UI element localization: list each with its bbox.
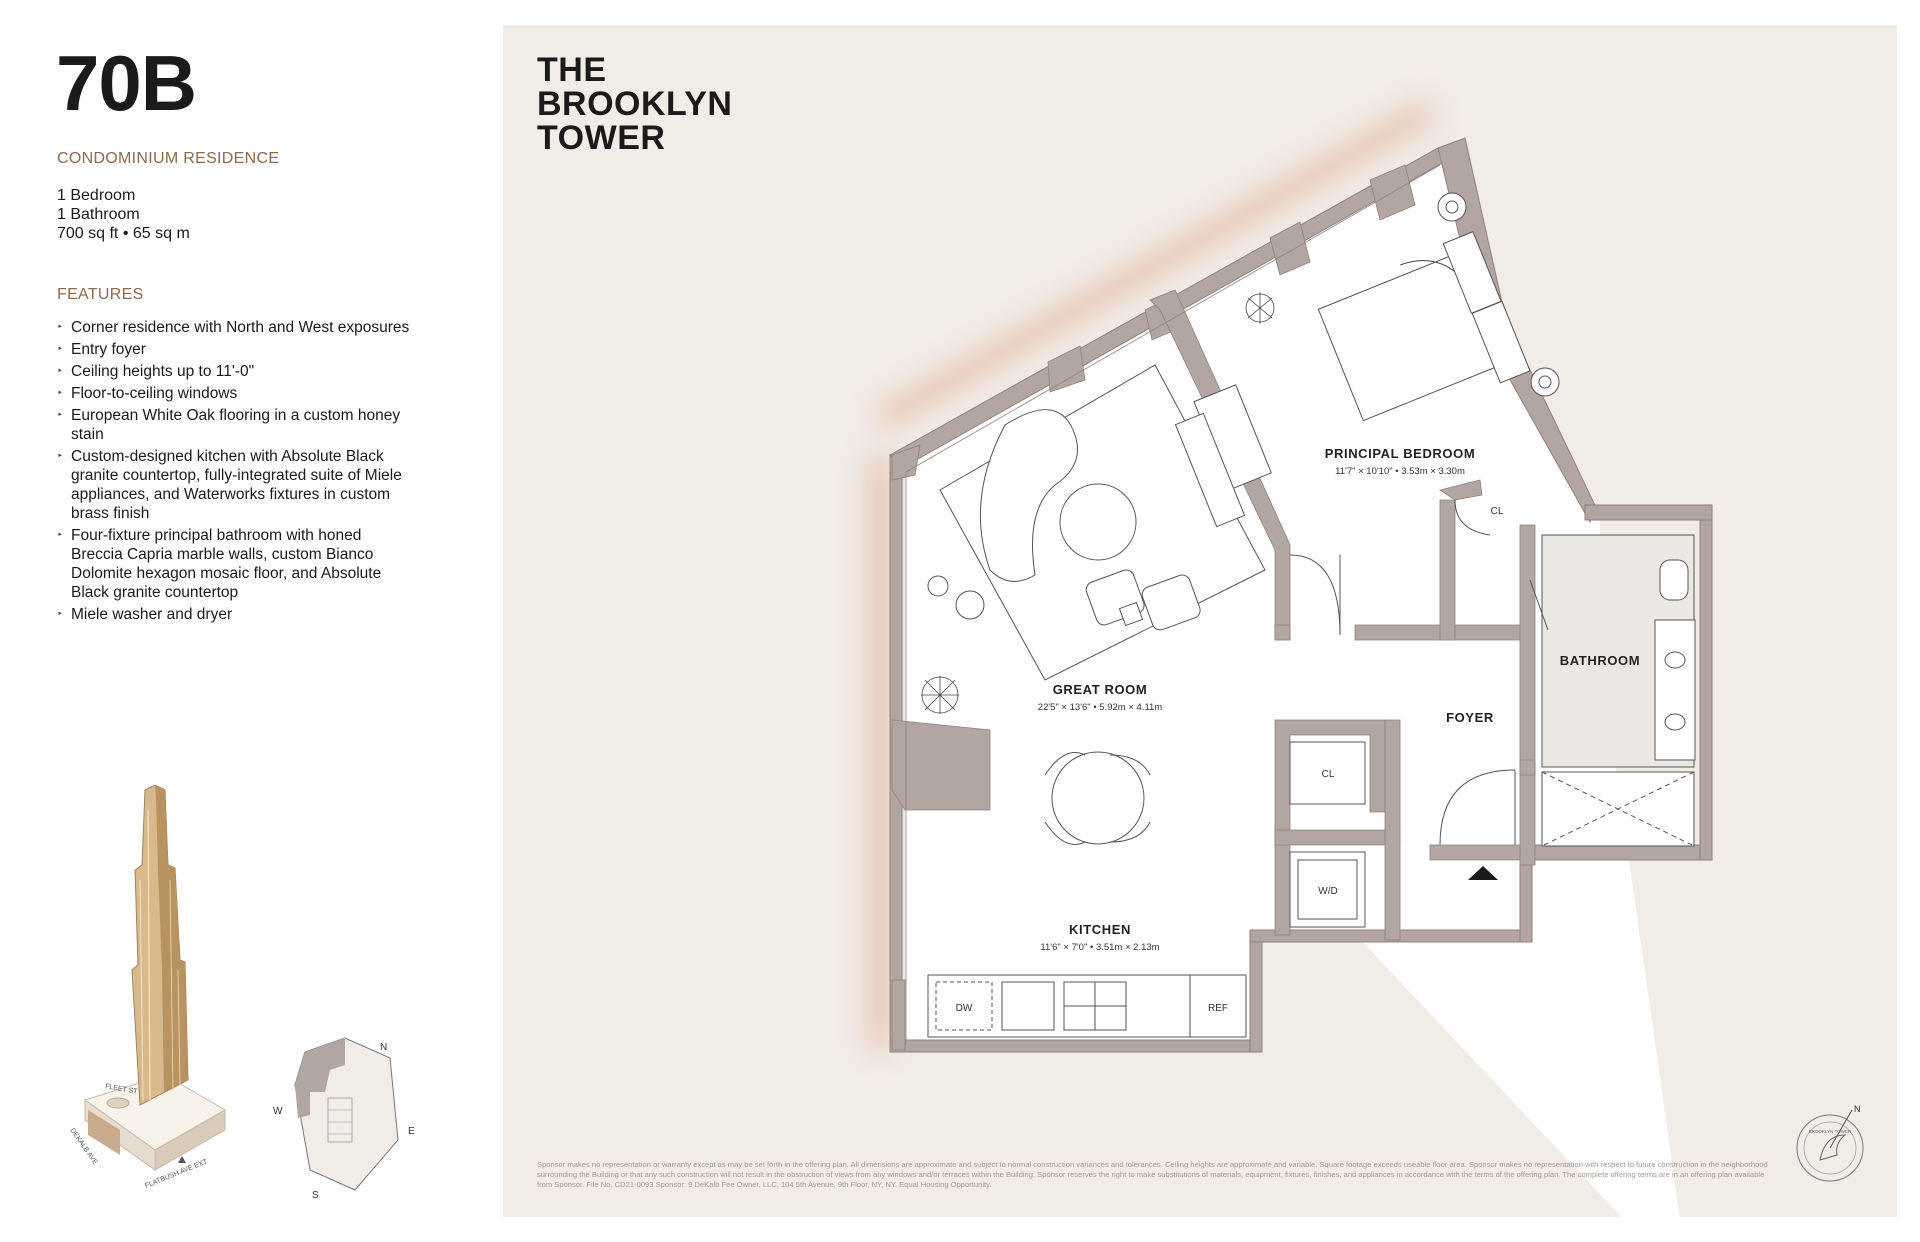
legal-disclaimer: Sponsor makes no representation or warra… [537,1160,1768,1189]
great-room-label: GREAT ROOM [1053,682,1148,697]
bedroom-closet-label: CL [1491,506,1504,517]
bathroom-fixtures [1529,534,1696,847]
feature-item: ‣Ceiling heights up to 11'-0" [57,363,255,380]
bathroom-label: BATHROOM [1560,653,1640,668]
washer-dryer-label: W/D [1318,886,1337,897]
brand-logo: THE BROOKLYN TOWER [537,51,733,157]
great-room-furniture [927,364,1266,681]
key-plan-unit-highlight [295,1038,345,1118]
principal-bedroom-dims: 11'7" × 10'10" • 3.53m × 3.30m [1335,466,1465,477]
feature-item: ‣Custom-designed kitchen with Absolute B… [57,448,402,522]
feature-item: ‣Entry foyer [57,341,146,358]
bullet-icon: ‣ [57,530,63,541]
principal-bedroom-label: PRINCIPAL BEDROOM [1325,446,1476,461]
floor-plan: PRINCIPAL BEDROOM 11'7" × 10'10" • 3.53m… [869,100,1713,1217]
bullet-icon: ‣ [57,451,63,462]
key-plan-north: N [380,1042,387,1053]
residence-type: CONDOMINIUM RESIDENCE [57,150,280,167]
kitchen-counter [927,974,1247,1038]
kitchen-label: KITCHEN [1069,922,1131,937]
compass-north: N [1854,1104,1861,1114]
key-plan-east: E [408,1126,415,1137]
bedroom-furniture [1193,192,1560,636]
feature-item: ‣Floor-to-ceiling windows [57,385,238,402]
tower-shaft [131,784,189,1106]
compass-seal: N BROOKLYN TOWER [1796,1104,1864,1182]
feature-item: ‣European White Oak flooring in a custom… [57,407,401,443]
interior-walls [1149,289,1536,941]
spec-bedrooms: 1 Bedroom [57,187,136,204]
key-plan-south: S [312,1190,319,1200]
spec-bathrooms: 1 Bathroom [57,206,140,223]
compass-seal-text: BROOKLYN TOWER [1809,1129,1852,1134]
feature-item: ‣Miele washer and dryer [57,606,233,623]
bullet-icon: ‣ [57,609,63,620]
kitchen-dims: 11'6" × 7'0" • 3.51m × 2.13m [1040,942,1159,953]
great-room-plant-icon [921,676,959,714]
north-arrow-icon [1829,1109,1853,1149]
dining-set [1044,751,1151,845]
great-room-dims: 22'5" × 13'6" • 5.92m × 4.11m [1038,702,1163,713]
bullet-icon: ‣ [57,388,63,399]
tower-illustration: FLEET ST DEKALB AVE FLATBUSH AVE EXT [68,784,226,1190]
foyer-closet-label: CL [1322,769,1335,780]
unit-number: 70B [56,39,197,127]
spec-area: 700 sq ft • 65 sq m [57,225,190,242]
entry-marker-icon [178,1156,186,1163]
foyer-closets [1289,741,1366,928]
bedroom-plant-icon [1245,292,1275,324]
features-list: ‣Corner residence with North and West ex… [57,318,417,627]
window-glow [869,100,1436,1050]
entry-arrow-icon [1468,866,1498,880]
bullet-icon: ‣ [57,322,63,333]
features-heading: FEATURES [57,286,144,303]
dishwasher-label: DW [956,1003,973,1014]
refrigerator-label: REF [1208,1003,1228,1014]
unit-specs: 1 Bedroom 1 Bathroom 700 sq ft • 65 sq m [57,186,190,243]
key-plan: N S E W [273,1037,415,1200]
key-plan-west: W [273,1106,283,1117]
feature-item: ‣Four-fixture principal bathroom with ho… [57,527,382,601]
foyer-label: FOYER [1446,710,1494,725]
tower-base-block [83,1074,226,1171]
bullet-icon: ‣ [57,344,63,355]
window-frames [905,164,1441,1045]
bullet-icon: ‣ [57,366,63,377]
feature-item: ‣Corner residence with North and West ex… [57,319,410,336]
bullet-icon: ‣ [57,410,63,421]
entry-door [1439,769,1516,846]
